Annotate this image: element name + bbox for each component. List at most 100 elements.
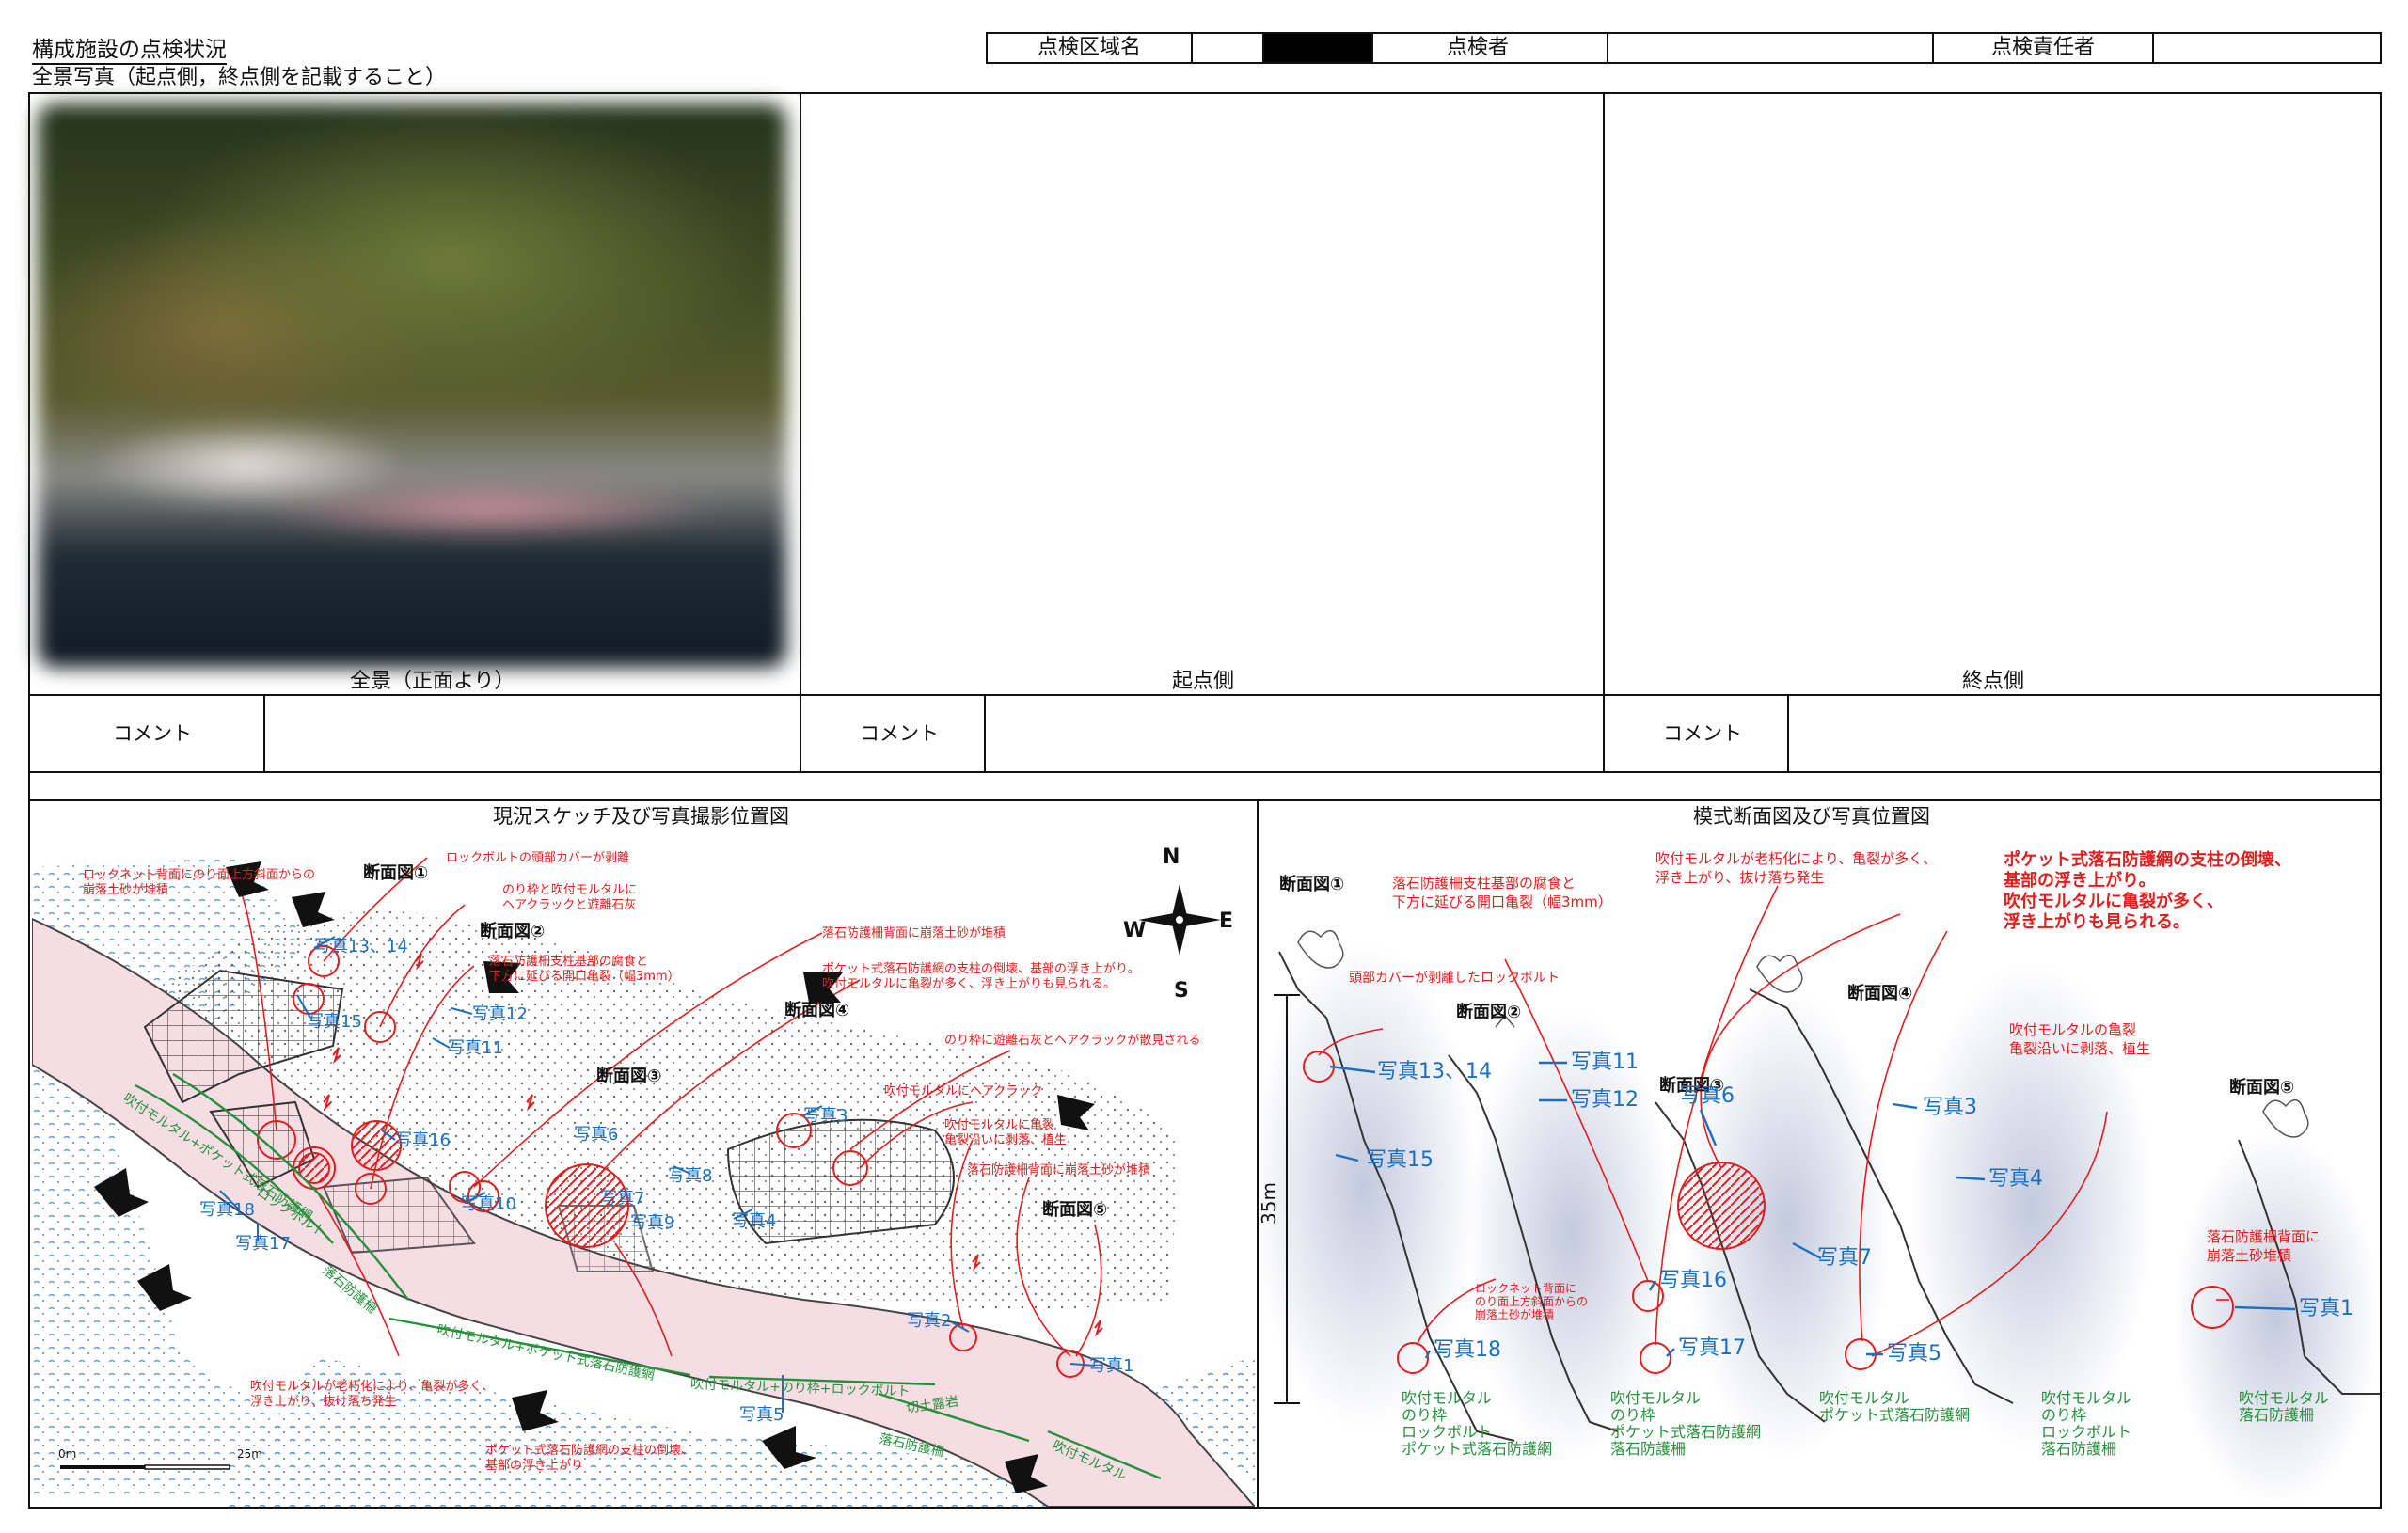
compass-n: N — [1163, 846, 1180, 869]
diagram-green-2a: 吹付モルタル — [1610, 1389, 1701, 1407]
diagram-section-2: 断面図② — [1456, 1002, 1521, 1022]
comment-label-3: コメント — [1663, 722, 1742, 745]
area-name-value-redacted — [1264, 34, 1373, 62]
map-note-6: 下方に延びる開口亀裂（幅3mm） — [489, 969, 680, 984]
diagram-green-2d: 落石防護柵 — [1610, 1440, 1686, 1458]
height-dimension-label: 35m — [1260, 1182, 1280, 1225]
map-photo-3: 写真3 — [803, 1106, 848, 1126]
diagram-green-4c: ロックボルト — [2041, 1423, 2131, 1441]
diagram-green-4d: 落石防護柵 — [2041, 1440, 2116, 1458]
map-green-5: 切土露岩 — [905, 1394, 959, 1416]
site-sketch-map: N E S W 0m 25m 断面図① 断面図② 断面図③ 断面図④ 断面図⑤ … — [32, 846, 1255, 1507]
diagram-green-4b: のり枠 — [2041, 1406, 2086, 1424]
diagram-green-1b: のり枠 — [1402, 1406, 1447, 1424]
comment-field-1[interactable] — [267, 698, 796, 767]
compass-e: E — [1219, 909, 1233, 933]
diagram-note-s6b: 崩落土砂堆積 — [2207, 1247, 2291, 1264]
diagram-photo-11: 写真11 — [1571, 1051, 1639, 1074]
map-note-8: ポケット式落石防護網の支柱の倒壊、基部の浮き上がり。 — [822, 961, 1140, 976]
diagram-photo-7: 写真7 — [1817, 1246, 1872, 1270]
diagram-green-2c: ポケット式落石防護網 — [1610, 1423, 1761, 1441]
map-note-10: のり枠に遊離石灰とヘアクラックが散見される — [944, 1034, 1200, 1048]
map-note-16: 浮き上がり、抜け落ち発生 — [250, 1394, 396, 1409]
diagram-photo-18: 写真18 — [1434, 1338, 1501, 1362]
map-note-17: ポケット式落石防護網の支柱の倒壊、 — [485, 1443, 693, 1458]
diagram-note-s7b: のり面上方斜面からの — [1475, 1294, 1588, 1308]
diagram-note-s2b: 下方に延びる開口亀裂（幅3mm） — [1392, 893, 1612, 910]
map-note-0: ロックネット背面にのり面上方斜面からの — [83, 867, 315, 882]
compass-w: W — [1123, 919, 1146, 942]
diagram-note-big1: ポケット式落石防護網の支柱の倒壊、 — [2004, 849, 2291, 870]
diagram-section-3: 断面図③ — [1659, 1075, 1724, 1096]
inspector-label: 点検者 — [1373, 34, 1608, 62]
scale-start-label: 0m — [58, 1447, 76, 1461]
diagram-note-s5b: 亀裂沿いに剥落、植生 — [2009, 1040, 2150, 1057]
diagram-note-s1: 頭部カバーが剥離したロックボルト — [1349, 970, 1560, 986]
map-photo-9: 写真9 — [630, 1213, 674, 1233]
diagram-section-4: 断面図④ — [1847, 983, 1912, 1004]
map-section-3: 断面図③ — [596, 1066, 661, 1086]
document-subtitle: 全景写真（起点側，終点側を記載すること） — [32, 66, 447, 89]
diagram-photo-15: 写真15 — [1366, 1148, 1434, 1172]
comment-label-1: コメント — [113, 722, 192, 745]
header-info-table: 点検区域名 点検者 点検責任者 — [986, 32, 2382, 64]
map-photo-17: 写真17 — [235, 1234, 291, 1254]
diagram-note-big2: 基部の浮き上がり。 — [2003, 870, 2156, 891]
diagram-green-1d: ポケット式落石防護網 — [1402, 1440, 1552, 1458]
scale-bar — [60, 1464, 230, 1470]
map-note-11: 吹付モルタルにヘアクラック — [884, 1084, 1042, 1098]
compass-rose — [1138, 884, 1221, 956]
diagram-photo-1: 写真1 — [2299, 1297, 2353, 1320]
map-photo-7: 写真7 — [600, 1189, 644, 1209]
sketch-section-frame — [28, 799, 2382, 1509]
area-name-value-a[interactable] — [1193, 34, 1264, 62]
diagram-note-s3b: 浮き上がり、抜け落ち発生 — [1656, 869, 1824, 886]
manager-value[interactable] — [2154, 34, 2380, 62]
comment-field-2[interactable] — [988, 698, 1599, 767]
map-note-14: 落石防護柵背面に崩落土砂が堆積 — [967, 1162, 1150, 1177]
map-note-12: 吹付モルタルに亀裂 — [944, 1118, 1054, 1132]
map-note-15: 吹付モルタルが老朽化により、亀裂が多く、 — [250, 1379, 494, 1394]
scale-end-label: 25m — [237, 1447, 262, 1461]
manager-label: 点検責任者 — [1934, 34, 2154, 62]
map-photo-4: 写真4 — [732, 1211, 776, 1231]
map-note-2: ロックボルトの頭部カバーが剥離 — [446, 851, 629, 865]
diagram-note-s6a: 落石防護柵背面に — [2207, 1228, 2320, 1245]
diagram-photo-3: 写真3 — [1923, 1096, 1977, 1119]
area-name-label: 点検区域名 — [988, 34, 1193, 62]
map-note-1: 崩落土砂が堆積 — [83, 883, 168, 897]
map-section-4: 断面図④ — [784, 1000, 849, 1020]
diagram-photo-16: 写真16 — [1659, 1269, 1727, 1292]
document-title: 構成施設の点検状況 — [32, 40, 227, 65]
diagram-green-5a: 吹付モルタル — [2239, 1389, 2329, 1407]
map-photo-1: 写真1 — [1089, 1356, 1133, 1376]
diagram-photo-6: 写真6 — [1680, 1084, 1735, 1108]
map-section-1: 断面図① — [363, 862, 428, 883]
comment-field-3[interactable] — [1791, 698, 2378, 767]
diagram-green-3b: ポケット式落石防護網 — [1819, 1406, 1970, 1424]
diagram-green-1a: 吹付モルタル — [1402, 1389, 1492, 1407]
map-photo-16: 写真16 — [395, 1130, 451, 1150]
comment-label-2: コメント — [860, 722, 939, 745]
map-photo-11: 写真11 — [448, 1038, 503, 1058]
map-photo-13-14: 写真13、14 — [314, 937, 408, 956]
inspector-value[interactable] — [1608, 34, 1934, 62]
map-note-9: 吹付モルタルに亀裂が多く、浮き上がりも見られる。 — [822, 976, 1116, 991]
map-note-4: ヘアクラックと遊離石灰 — [502, 898, 636, 912]
diagram-note-s2a: 落石防護柵支柱基部の腐食と — [1392, 875, 1576, 892]
end-side-caption: 終点側 — [1962, 670, 2025, 693]
diagram-note-s3a: 吹付モルタルが老朽化により、亀裂が多く、 — [1656, 850, 1937, 867]
diagram-note-s7a: ロックネット背面に — [1475, 1282, 1576, 1295]
map-photo-6: 写真6 — [574, 1125, 618, 1145]
diagram-green-2b: のり枠 — [1610, 1406, 1656, 1424]
map-note-5: 落石防護柵支柱基部の腐食と — [489, 954, 648, 969]
overview-photo — [38, 103, 786, 668]
diagram-note-s5a: 吹付モルタルの亀裂 — [2009, 1021, 2136, 1038]
map-section-5: 断面図⑤ — [1042, 1199, 1107, 1220]
diagram-section-5: 断面図⑤ — [2229, 1077, 2294, 1098]
diagram-green-3a: 吹付モルタル — [1819, 1389, 1909, 1407]
sketch-title: 現況スケッチ及び写真撮影位置図 — [493, 805, 789, 828]
diagram-photo-13-14: 写真13、14 — [1377, 1060, 1492, 1083]
diagram-photo-5: 写真5 — [1887, 1342, 1941, 1366]
diagram-green-5b: 落石防護柵 — [2239, 1406, 2314, 1424]
